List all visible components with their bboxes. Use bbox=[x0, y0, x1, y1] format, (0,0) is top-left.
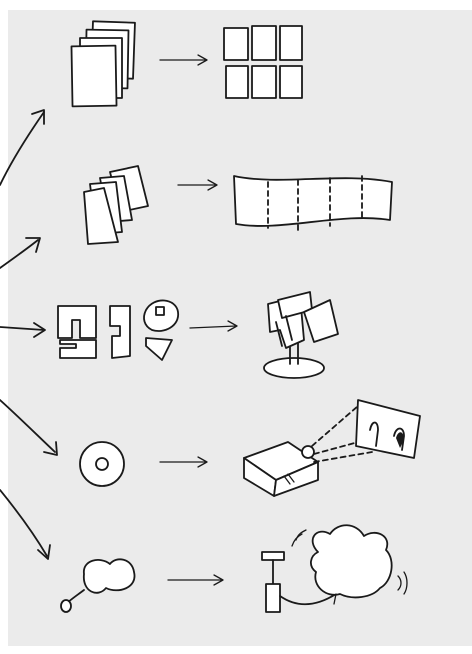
arrow-icon bbox=[189, 320, 238, 332]
six-panel-grid-icon bbox=[223, 25, 303, 99]
row-2 bbox=[83, 165, 393, 245]
row-1 bbox=[70, 20, 303, 108]
stack-of-sheets-icon bbox=[70, 20, 136, 108]
mouse-balloon-icon bbox=[291, 524, 408, 605]
pump-icon bbox=[261, 551, 337, 613]
deflated-balloon-icon bbox=[60, 558, 136, 613]
origin-arrows bbox=[0, 109, 58, 560]
origin-arrow-5 bbox=[0, 489, 51, 560]
arrow-icon bbox=[177, 179, 218, 191]
cut-out-shapes-icon bbox=[57, 299, 179, 361]
disc-icon bbox=[79, 441, 125, 487]
projection-screen-icon bbox=[355, 399, 421, 459]
arrow-icon bbox=[167, 574, 224, 586]
row-4 bbox=[79, 399, 421, 497]
origin-arrow-4 bbox=[0, 399, 58, 456]
sculpture-on-stand-icon bbox=[263, 291, 339, 379]
panorama-strip-icon bbox=[233, 175, 393, 231]
origin-arrow-1 bbox=[0, 109, 45, 186]
origin-arrow-2 bbox=[0, 237, 41, 269]
arrow-icon bbox=[159, 456, 208, 468]
folded-concertina-icon bbox=[83, 165, 149, 245]
row-5 bbox=[60, 524, 408, 613]
origin-arrow-3 bbox=[0, 322, 46, 338]
arrow-icon bbox=[159, 54, 208, 66]
row-3 bbox=[57, 291, 339, 379]
